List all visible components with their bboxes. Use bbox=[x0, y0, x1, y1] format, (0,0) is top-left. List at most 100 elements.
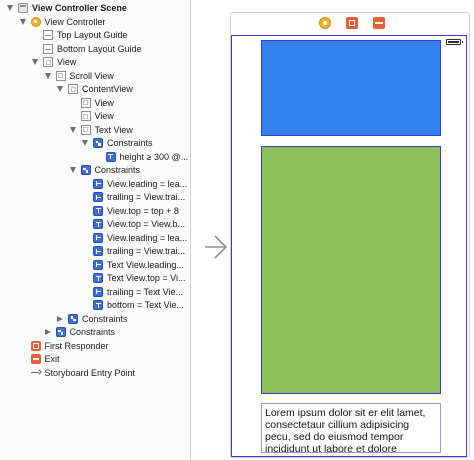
constraint-icon bbox=[93, 219, 103, 229]
outline-row[interactable]: Storyboard Entry Point bbox=[0, 367, 190, 380]
outline-row[interactable]: Constraints bbox=[0, 137, 190, 150]
outline-row-label: Bottom Layout Guide bbox=[57, 43, 142, 54]
outline-row[interactable]: View.top = top + 8 bbox=[0, 205, 190, 218]
outline-row[interactable]: trailing = View.trai... bbox=[0, 191, 190, 204]
scene-dock bbox=[231, 13, 469, 36]
outline-row[interactable]: Constraints bbox=[0, 326, 190, 339]
first-responder-icon bbox=[30, 340, 41, 351]
blue-view[interactable] bbox=[261, 40, 441, 136]
outline-row-label: View.top = top + 8 bbox=[107, 205, 179, 216]
constraints-icon bbox=[93, 138, 103, 148]
outline-row-label: First Responder bbox=[44, 340, 109, 351]
constraint-icon bbox=[93, 286, 103, 297]
battery-icon bbox=[446, 39, 463, 45]
outline-row-label: bottom = Text Vie... bbox=[107, 300, 184, 310]
disclosure-closed-icon[interactable] bbox=[44, 329, 51, 335]
constraint-icon bbox=[93, 192, 103, 202]
constraints-icon bbox=[55, 327, 66, 337]
outline-row[interactable]: View Controller bbox=[0, 16, 190, 29]
outline-row[interactable]: ContentView bbox=[0, 83, 190, 96]
outline-row[interactable]: View Controller Scene bbox=[0, 2, 190, 15]
outline-row-label: Text View.top = Vi... bbox=[107, 273, 186, 283]
outline-row[interactable]: View bbox=[0, 56, 190, 69]
text-view-content: Lorem ipsum dolor sit er elit lamet, con… bbox=[265, 407, 426, 453]
view-icon bbox=[68, 84, 78, 94]
outline-row-label: Storyboard Entry Point bbox=[44, 367, 136, 378]
outline-row[interactable]: Text View.leading... bbox=[0, 259, 190, 272]
outline-row-label: View Controller Scene bbox=[32, 3, 127, 13]
arrow-right-icon bbox=[205, 235, 228, 259]
outline-row[interactable]: View bbox=[0, 110, 190, 123]
disclosure-open-icon[interactable] bbox=[44, 72, 51, 79]
outline-row-label: View.leading = lea... bbox=[107, 178, 188, 189]
outline-row-label: View bbox=[57, 57, 77, 67]
constraint-icon bbox=[93, 246, 103, 256]
constraint-icon bbox=[93, 232, 103, 243]
view-icon bbox=[80, 111, 91, 121]
layout-guide-icon bbox=[43, 43, 53, 54]
outline-row-label: Constraints bbox=[94, 165, 141, 175]
outline-row[interactable]: View.top = View.b... bbox=[0, 218, 190, 231]
outline-row-label: View.leading = lea... bbox=[107, 232, 188, 243]
view-icon bbox=[55, 70, 66, 81]
outline-row-label: View.top = View.b... bbox=[107, 219, 185, 229]
scene-icon bbox=[18, 3, 28, 13]
outline-row[interactable]: View bbox=[0, 97, 190, 110]
text-view[interactable]: Lorem ipsum dolor sit er elit lamet, con… bbox=[261, 403, 441, 453]
outline-row[interactable]: Constraints bbox=[0, 313, 190, 326]
constraint-icon bbox=[93, 259, 103, 270]
disclosure-open-icon[interactable] bbox=[69, 167, 76, 173]
disclosure-open-icon[interactable] bbox=[7, 5, 13, 11]
outline-row-label: trailing = Text Vie... bbox=[107, 286, 183, 297]
disclosure-open-icon[interactable] bbox=[69, 126, 76, 133]
outline-row[interactable]: Text View bbox=[0, 124, 190, 137]
constraints-icon bbox=[80, 165, 91, 175]
outline-row-label: View Controller bbox=[44, 16, 106, 27]
outline-row-label: View bbox=[94, 111, 114, 121]
outline-row-label: Constraints bbox=[107, 138, 153, 148]
green-view[interactable] bbox=[261, 146, 441, 394]
exit-icon bbox=[30, 354, 41, 364]
outline-row[interactable]: Exit bbox=[0, 353, 190, 366]
outline-row-label: Text View bbox=[94, 124, 133, 135]
view-controller-icon[interactable] bbox=[319, 17, 331, 29]
constraint-icon bbox=[93, 300, 103, 310]
outline-row-label: Scroll View bbox=[69, 70, 114, 81]
outline-row[interactable]: Scroll View bbox=[0, 70, 190, 83]
view-controller-icon bbox=[30, 16, 41, 27]
outline-row[interactable]: Constraints bbox=[0, 164, 190, 177]
view-icon bbox=[80, 124, 91, 135]
entry-point-icon bbox=[30, 368, 41, 378]
outline-row[interactable]: Text View.top = Vi... bbox=[0, 272, 190, 285]
first-responder-icon[interactable] bbox=[346, 17, 358, 29]
disclosure-open-icon[interactable] bbox=[57, 86, 63, 92]
constraint-icon bbox=[105, 151, 116, 162]
outline-row[interactable]: height ≥ 300 @... bbox=[0, 151, 190, 164]
outline-row[interactable]: trailing = View.trai... bbox=[0, 245, 190, 258]
disclosure-open-icon[interactable] bbox=[32, 59, 38, 65]
outline-row[interactable]: First Responder bbox=[0, 340, 190, 353]
exit-icon[interactable] bbox=[373, 17, 385, 29]
outline-row-label: View bbox=[94, 97, 114, 108]
outline-row-label: Constraints bbox=[69, 327, 116, 337]
disclosure-closed-icon[interactable] bbox=[57, 315, 63, 322]
view-icon bbox=[43, 57, 53, 67]
outline-row[interactable]: bottom = Text Vie... bbox=[0, 299, 190, 312]
disclosure-open-icon[interactable] bbox=[19, 18, 26, 25]
outline-row-label: ContentView bbox=[82, 84, 133, 94]
outline-row-label: trailing = View.trai... bbox=[107, 246, 186, 256]
outline-row[interactable]: trailing = Text Vie... bbox=[0, 286, 190, 299]
outline-row[interactable]: Top Layout Guide bbox=[0, 29, 190, 42]
outline-row-label: trailing = View.trai... bbox=[107, 192, 186, 202]
outline-row-label: Text View.leading... bbox=[107, 259, 184, 270]
constraint-icon bbox=[93, 205, 103, 216]
disclosure-open-icon[interactable] bbox=[82, 140, 88, 146]
outline-row-label: Top Layout Guide bbox=[57, 30, 128, 40]
view-icon bbox=[80, 97, 91, 108]
constraints-icon bbox=[68, 313, 78, 324]
outline-row[interactable]: View.leading = lea... bbox=[0, 232, 190, 245]
outline-row[interactable]: View.leading = lea... bbox=[0, 178, 190, 191]
outline-row[interactable]: Bottom Layout Guide bbox=[0, 43, 190, 56]
constraint-icon bbox=[93, 178, 103, 189]
